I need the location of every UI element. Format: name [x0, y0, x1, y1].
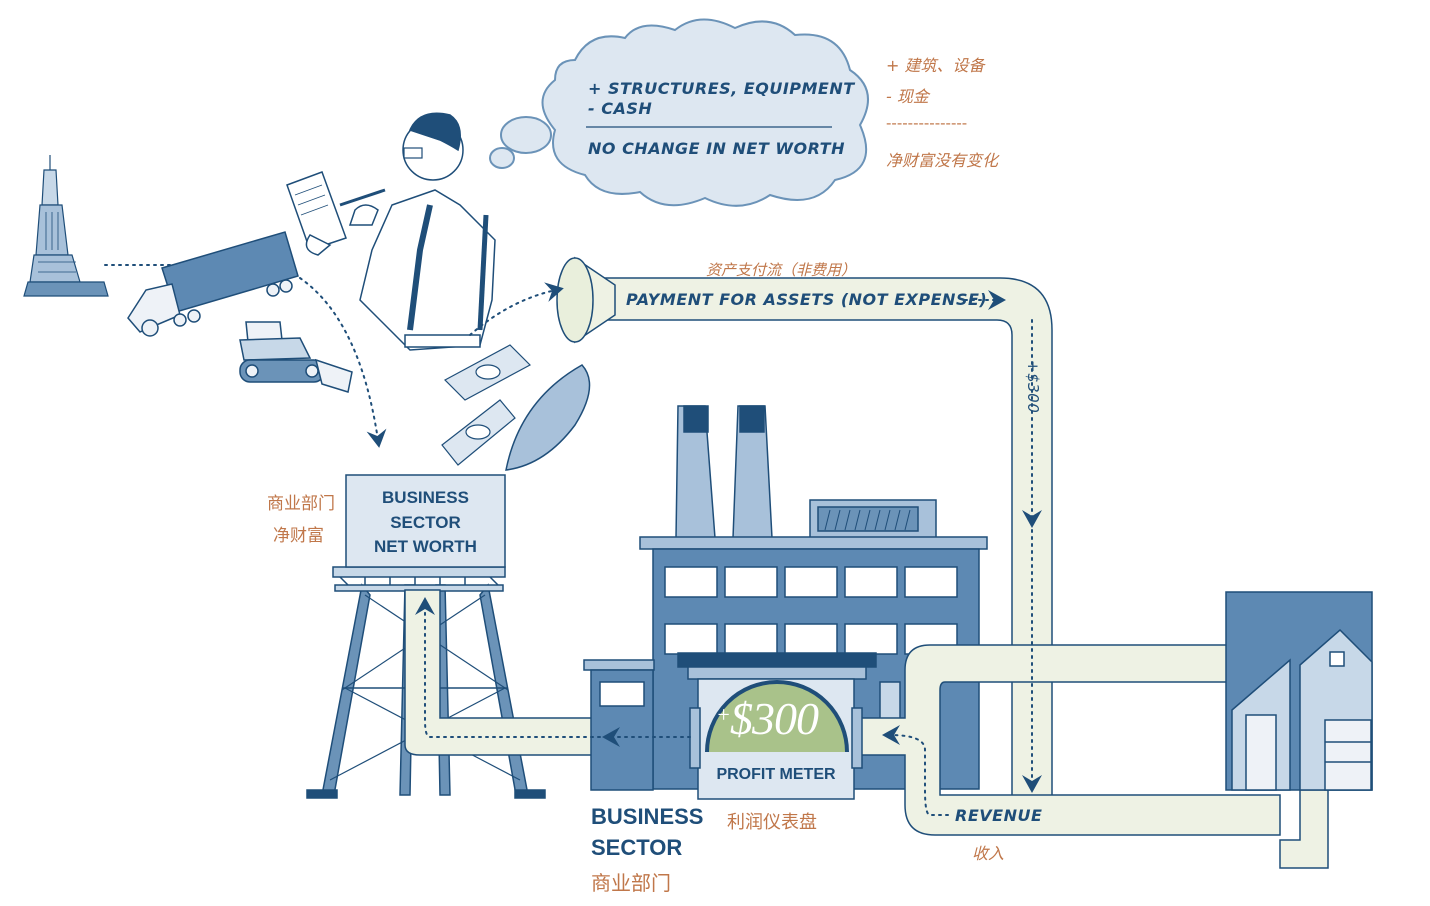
- revenue-en-label: REVENUE: [955, 806, 1043, 825]
- thought-bubble: [489, 18, 869, 207]
- tank-lid: [505, 364, 591, 471]
- sector-zh-label: 商业部门: [591, 871, 671, 895]
- thought-line-structures: + STRUCTURES, EQUIPMENT: [588, 79, 855, 98]
- thought-line-net-worth: NO CHANGE IN NET WORTH: [588, 139, 845, 158]
- meter-plus: +: [716, 702, 731, 727]
- tower-zh-sector: 商业部门: [267, 494, 335, 514]
- tower-line-business: BUSINESS: [382, 488, 469, 507]
- tower-line-net-worth: NET WORTH: [374, 537, 477, 556]
- flow-arrows: [104, 264, 1042, 816]
- payment-en-label: PAYMENT FOR ASSETS (NOT EXPENSE): [626, 290, 988, 309]
- profit-meter: [677, 652, 877, 800]
- tower-line-sector: SECTOR: [390, 513, 461, 532]
- truck-illustration: [127, 231, 299, 337]
- businessman-illustration: [286, 112, 496, 351]
- payment-zh-label: 资产支付流（非费用）: [706, 261, 857, 279]
- thought-line-cash: - CASH: [588, 99, 653, 118]
- bulldozer-illustration: [239, 321, 353, 393]
- sector-line-sector: SECTOR: [591, 835, 683, 860]
- house: [1225, 591, 1373, 791]
- revenue-zh-label: 收入: [972, 844, 1005, 863]
- funnel: [556, 256, 616, 344]
- meter-value: $300: [730, 693, 819, 744]
- meter-label: PROFIT METER: [716, 766, 836, 783]
- thought-zh-cash: - 现金: [886, 87, 929, 106]
- thought-zh-structures: + 建筑、设备: [886, 56, 985, 75]
- payment-pipe: [600, 277, 1053, 811]
- payment-amount: +$300: [1024, 360, 1042, 414]
- thought-zh-divider: ---------------: [886, 114, 968, 132]
- sector-line-business: BUSINESS: [591, 804, 704, 829]
- meter-zh-label: 利润仪表盘: [727, 812, 817, 833]
- thought-zh-net-worth: 净财富没有变化: [886, 151, 999, 170]
- tower-zh-net-worth: 净财富: [273, 526, 324, 546]
- cash-bills: [441, 344, 531, 466]
- skyscraper-illustration: [23, 155, 109, 297]
